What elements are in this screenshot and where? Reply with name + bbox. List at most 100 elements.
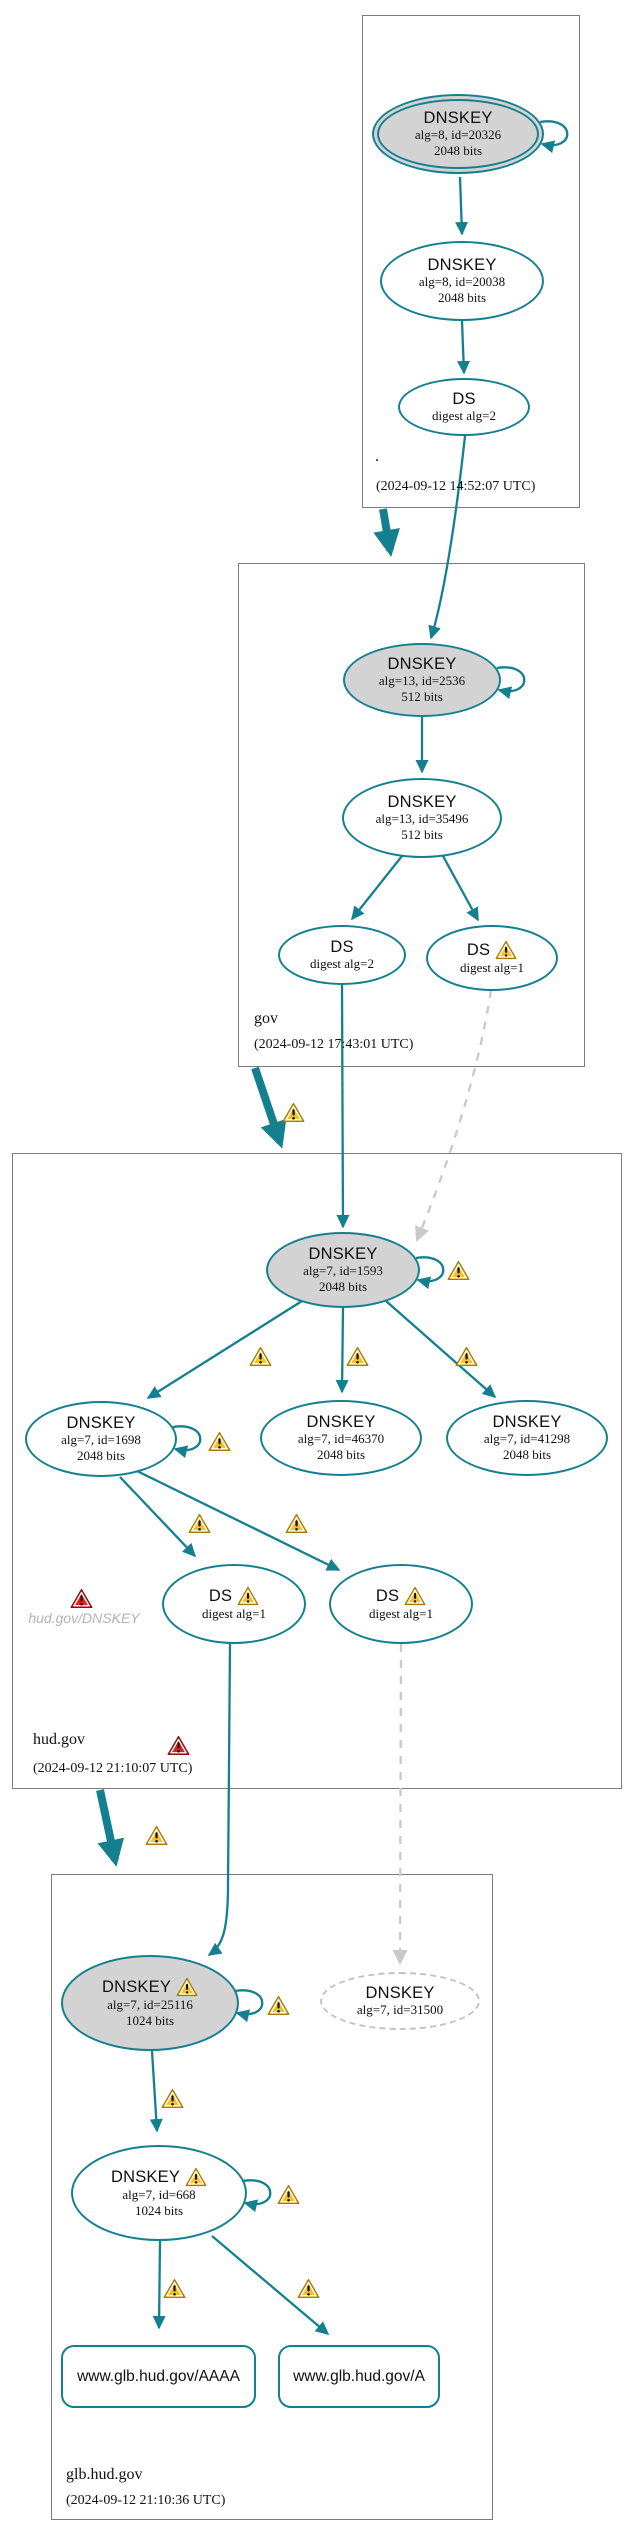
node-rrset-a[interactable]: www.glb.hud.gov/A (278, 2345, 440, 2408)
node-detail: alg=7, id=46370 (297, 1431, 385, 1447)
warning-icon (237, 1586, 259, 1606)
zone-label-hud-gov: hud.gov (33, 1731, 85, 1748)
zone-box-root (362, 15, 580, 508)
node-glb-missing-key[interactable]: DNSKEY alg=7, id=31500 (320, 1972, 480, 2030)
edge-hud-key1698-selfloop (172, 1425, 202, 1459)
edge-hud-ksk-selfloop (415, 1256, 445, 1290)
edge-root-ksk-to-zsk (455, 176, 469, 236)
rrset-label: www.glb.hud.gov/A (293, 2367, 425, 2385)
zone-box-glb-hud-gov (51, 1874, 493, 2520)
node-detail: alg=7, id=668 (122, 2187, 196, 2203)
node-detail: alg=8, id=20326 (414, 127, 502, 143)
edge-root-zsk-to-ds (457, 320, 471, 375)
edge-glb-zsk-selfloop (242, 2179, 272, 2213)
node-detail: 1024 bits (134, 2203, 184, 2218)
node-root-ksk[interactable]: DNSKEY alg=8, id=20326 2048 bits (372, 94, 544, 174)
warning-icon (346, 1346, 369, 1367)
node-title: DNSKEY (308, 1245, 378, 1264)
node-gov-ds-alg2[interactable]: DS digest alg=2 (278, 925, 406, 985)
zone-label-gov: gov (254, 1010, 278, 1027)
node-title: DNSKEY (427, 256, 497, 275)
node-detail: 2048 bits (76, 1448, 126, 1464)
node-hud-key-1698[interactable]: DNSKEY alg=7, id=1698 2048 bits (25, 1401, 177, 1477)
edge-hud-ksk-to-key41298 (385, 1300, 497, 1398)
warning-icon (282, 1102, 305, 1123)
node-title: DNSKEY (101, 1978, 172, 1997)
node-title: DNSKEY (66, 1414, 136, 1433)
node-detail: 1024 bits (125, 2013, 175, 2028)
node-glb-ksk[interactable]: DNSKEY alg=7, id=25116 1024 bits (61, 1955, 239, 2051)
edge-hud-key1698-to-ds1 (119, 1476, 197, 1558)
edge-glb-ksk-to-zsk (149, 2050, 163, 2133)
node-hud-ds-2[interactable]: DS digest alg=1 (329, 1564, 473, 1644)
node-title: DS (375, 1586, 400, 1605)
node-detail: digest alg=1 (459, 960, 525, 976)
node-detail: alg=7, id=41298 (483, 1431, 571, 1447)
node-rrset-aaaa[interactable]: www.glb.hud.gov/AAAA (61, 2345, 256, 2408)
node-title: DNSKEY (365, 1984, 435, 2002)
node-hud-key-41298[interactable]: DNSKEY alg=7, id=41298 2048 bits (446, 1400, 608, 1476)
node-detail: alg=8, id=20038 (418, 274, 506, 290)
edge-delegation-root-to-gov (373, 508, 400, 557)
edge-gov-ksk-selfloop (496, 666, 526, 700)
node-detail: digest alg=2 (431, 408, 497, 424)
warning-icon (285, 1513, 308, 1534)
warning-icon (161, 2088, 184, 2109)
node-detail: 2048 bits (433, 143, 483, 159)
warning-icon (455, 1346, 478, 1367)
node-detail: alg=13, id=35496 (375, 811, 469, 827)
node-root-zsk[interactable]: DNSKEY alg=8, id=20038 2048 bits (380, 241, 544, 321)
edge-gov-zsk-to-ds-alg1 (441, 855, 480, 922)
edge-hud-key1698-to-ds2 (136, 1469, 341, 1572)
zone-timestamp-glb-hud-gov: (2024-09-12 21:10:36 UTC) (66, 2493, 226, 2508)
node-glb-zsk[interactable]: DNSKEY alg=7, id=668 1024 bits (71, 2145, 247, 2241)
edge-hud-ds-to-glb-ksk (207, 1643, 232, 1956)
warning-icon (267, 1995, 290, 2016)
edge-hud-ksk-to-key1698 (146, 1300, 303, 1399)
node-title: DNSKEY (387, 655, 457, 674)
node-hud-key-46370[interactable]: DNSKEY alg=7, id=46370 2048 bits (260, 1400, 422, 1476)
edge-glb-zsk-to-rrset-aaaa (152, 2240, 166, 2330)
rrset-error-label: hud.gov/DNSKEY (28, 1610, 140, 1626)
node-detail: 2048 bits (437, 290, 487, 306)
node-detail: 512 bits (401, 827, 443, 843)
node-title: DS (330, 938, 354, 956)
node-hud-ds-1[interactable]: DS digest alg=1 (162, 1564, 306, 1644)
node-root-ds[interactable]: DS digest alg=2 (398, 378, 530, 436)
node-title: DS (208, 1586, 233, 1605)
warning-icon (249, 1346, 272, 1367)
node-detail: digest alg=1 (368, 1606, 434, 1622)
node-detail: digest alg=2 (309, 956, 375, 972)
edge-glb-ksk-selfloop (234, 1989, 264, 2023)
edge-gov-zsk-to-ds-alg2 (351, 855, 403, 921)
node-hud-ksk[interactable]: DNSKEY alg=7, id=1593 2048 bits (266, 1232, 420, 1308)
warning-icon (447, 1260, 470, 1281)
node-gov-ds-alg1[interactable]: DS digest alg=1 (426, 925, 558, 991)
edge-gov-ds-alg1-to-hud-ksk-dashed (415, 989, 493, 1242)
node-detail: digest alg=1 (201, 1606, 267, 1622)
zone-timestamp-hud-gov: (2024-09-12 21:10:07 UTC) (33, 1761, 193, 1776)
warning-icon (277, 2184, 300, 2205)
node-detail: 2048 bits (318, 1279, 368, 1295)
error-icon (70, 1588, 93, 1609)
zone-box-hud-gov (12, 1153, 622, 1789)
edge-glb-zsk-to-rrset-a (211, 2235, 330, 2335)
warning-icon (404, 1586, 426, 1606)
warning-icon (188, 1513, 211, 1534)
warning-icon (176, 1977, 198, 1997)
node-detail: 512 bits (401, 689, 443, 705)
node-gov-zsk[interactable]: DNSKEY alg=13, id=35496 512 bits (342, 778, 502, 858)
zone-label-root: . (375, 448, 379, 465)
node-gov-ksk[interactable]: DNSKEY alg=13, id=2536 512 bits (343, 643, 501, 717)
zone-timestamp-gov: (2024-09-12 17:43:01 UTC) (254, 1037, 414, 1052)
node-title: DNSKEY (306, 1413, 376, 1432)
node-detail: alg=7, id=1698 (61, 1432, 141, 1448)
node-detail: alg=7, id=1593 (303, 1263, 383, 1279)
node-title: DS (452, 390, 476, 408)
edge-delegation-hud-to-glb (96, 1789, 125, 1867)
edge-root-ds-to-gov-ksk (428, 435, 467, 640)
warning-icon (495, 940, 517, 960)
node-detail: alg=7, id=25116 (107, 1997, 193, 2013)
